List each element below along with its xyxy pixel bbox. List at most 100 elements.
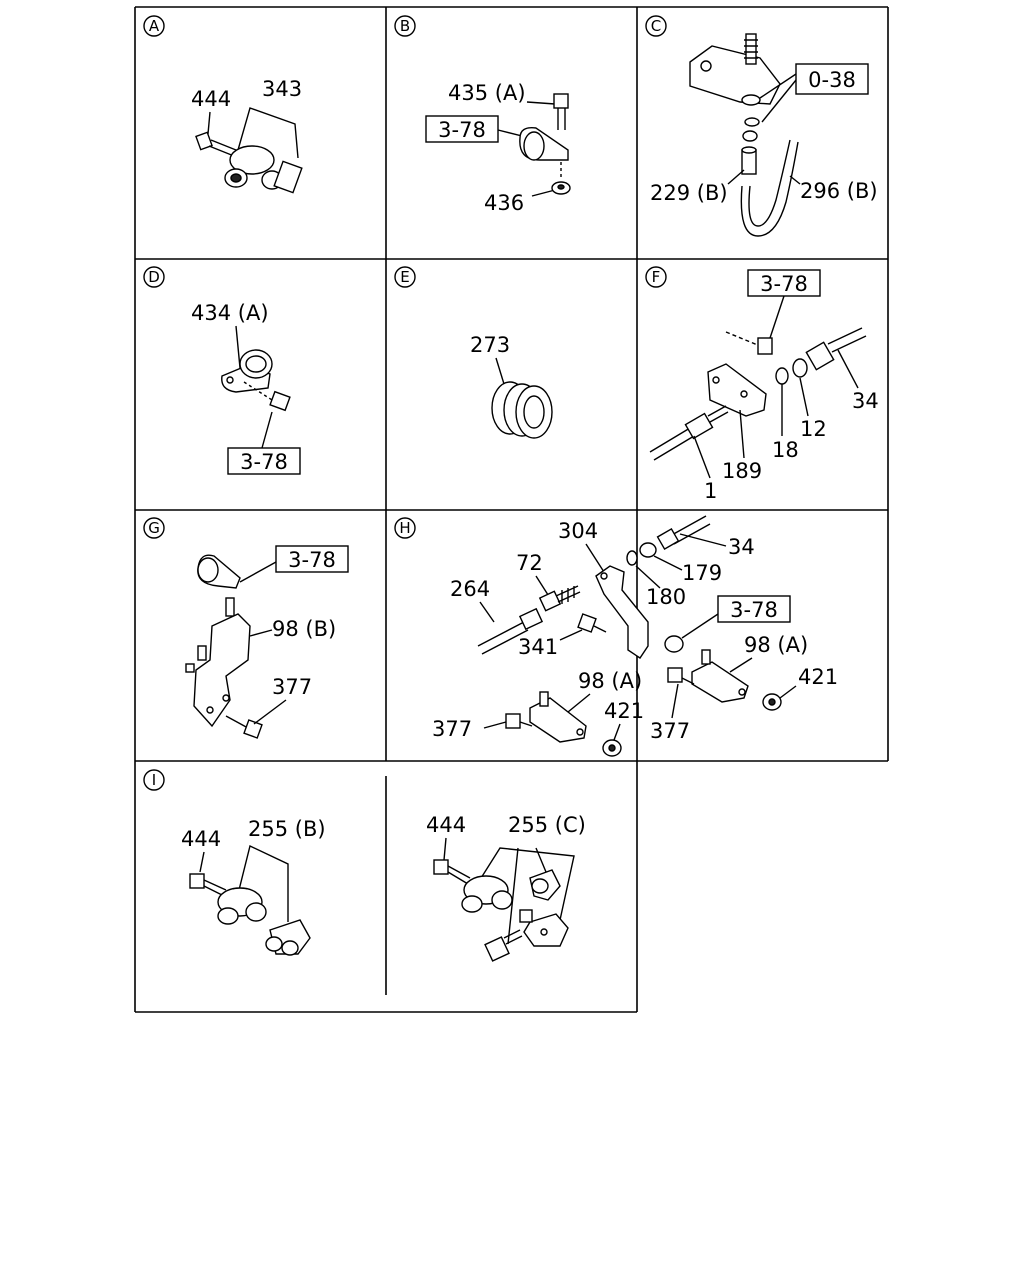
part-hose-296b [740, 139, 799, 237]
part-block-255c [519, 909, 569, 947]
label-434a: 434 (A) [191, 301, 269, 325]
label-12: 12 [800, 417, 827, 441]
part-fitting-229b [741, 146, 757, 175]
part-elbow-255c [529, 869, 561, 901]
part-bracket-98b [185, 613, 251, 728]
label-377-a: 377 [432, 717, 472, 741]
cell-c: C 0-38 229 (B) 296 (B) [645, 15, 878, 237]
part-washer-180 [626, 550, 638, 566]
label-444-i-left: 444 [181, 827, 221, 851]
label-72: 72 [516, 551, 543, 575]
ref-box-0-38 [795, 63, 869, 95]
cell-h-id: H [399, 519, 410, 537]
part-tee-255b [217, 887, 267, 925]
cell-g-id: G [148, 519, 160, 537]
cell-c-id: C [651, 17, 661, 35]
label-98b: 98 (B) [272, 617, 336, 641]
cell-d-id: D [148, 268, 160, 286]
part-grommet-273 [491, 381, 553, 439]
part-bracket-98a-bottom [529, 691, 587, 743]
part-clip-g [197, 554, 241, 589]
cell-a: A 444 343 [143, 15, 303, 194]
label-264: 264 [450, 577, 490, 601]
cell-h: H 304 34 179 180 72 264 [394, 515, 838, 757]
label-421-a: 421 [798, 665, 838, 689]
part-bleeder [741, 33, 761, 106]
part-bolt-d [269, 390, 291, 412]
label-444-i-right: 444 [426, 813, 466, 837]
cell-i: I 444 255 (B) 444 255 (C) [143, 769, 586, 962]
label-180: 180 [646, 585, 686, 609]
ref-box-3-78-g [275, 545, 349, 573]
part-bolt-444-i-right [433, 859, 471, 885]
part-nipple-255c [484, 929, 523, 962]
part-washer-18 [775, 367, 789, 385]
part-nut-179 [639, 542, 657, 558]
label-421-b: 421 [604, 699, 644, 723]
part-bolt-377-g [225, 715, 263, 739]
part-bolt-435 [553, 93, 569, 130]
label-1: 1 [704, 479, 717, 503]
part-bracket-304 [595, 565, 649, 659]
part-clip-3-78 [519, 127, 569, 161]
part-bolt-f [757, 337, 773, 355]
label-273: 273 [470, 333, 510, 357]
cell-b: B 435 (A) 3-78 436 [394, 15, 571, 215]
label-255b: 255 (B) [248, 817, 326, 841]
label-98a-2: 98 (A) [578, 669, 642, 693]
label-34-h: 34 [728, 535, 755, 559]
ref-box-3-78-b [425, 115, 499, 143]
ref-box-3-78-d [227, 447, 301, 475]
part-bolt-444 [195, 131, 237, 157]
cell-g: G 3-78 98 (B) 377 [143, 517, 349, 739]
label-341: 341 [518, 635, 558, 659]
cell-b-id: B [400, 17, 410, 35]
cell-e: E 273 [394, 266, 553, 439]
label-444: 444 [191, 87, 231, 111]
label-34-f: 34 [852, 389, 879, 413]
label-304: 304 [558, 519, 598, 543]
part-stud-g [225, 597, 235, 617]
label-189: 189 [722, 459, 762, 483]
label-435a: 435 (A) [448, 81, 526, 105]
ref-box-3-78-h [717, 595, 791, 623]
part-washer-12 [792, 358, 808, 378]
ref-3-78-h: 3-78 [730, 598, 778, 622]
cell-a-id: A [149, 17, 160, 35]
part-clip-434a [221, 349, 273, 393]
part-pipe-f [649, 405, 729, 461]
label-377-b: 377 [650, 719, 690, 743]
ref-3-78-f: 3-78 [760, 272, 808, 296]
part-nut-34 [805, 327, 867, 371]
part-bolt-377-bottom [505, 713, 533, 729]
part-bracket-c [689, 45, 781, 105]
part-nut-h [664, 635, 684, 653]
part-bolt-341 [577, 613, 607, 633]
part-bracket-98a-top [691, 649, 749, 703]
part-bracket-189 [707, 363, 767, 417]
label-179: 179 [682, 561, 722, 585]
label-229b: 229 (B) [650, 181, 728, 205]
part-nut-421-bottom [602, 739, 622, 757]
cell-f: F 3-78 34 12 18 189 [645, 266, 879, 503]
part-pipe-264 [477, 607, 544, 655]
part-pipe-34-h [656, 515, 711, 551]
part-union-343 [224, 145, 303, 194]
part-bolt-377-top [667, 667, 695, 685]
part-union-255b [265, 919, 311, 956]
ref-3-78-d: 3-78 [240, 450, 288, 474]
label-343: 343 [262, 77, 302, 101]
part-nut-436 [551, 181, 571, 195]
part-tee-255c [461, 875, 513, 913]
part-fitting-72 [538, 585, 581, 612]
part-bolt-444-i-left [189, 873, 227, 897]
label-436: 436 [484, 191, 524, 215]
cell-e-id: E [400, 268, 409, 286]
cell-f-id: F [652, 268, 661, 286]
cell-i-id: I [152, 771, 156, 789]
part-nut-421-top [762, 693, 782, 711]
label-18: 18 [772, 438, 799, 462]
label-255c: 255 (C) [508, 813, 586, 837]
ref-3-78-b: 3-78 [438, 118, 486, 142]
